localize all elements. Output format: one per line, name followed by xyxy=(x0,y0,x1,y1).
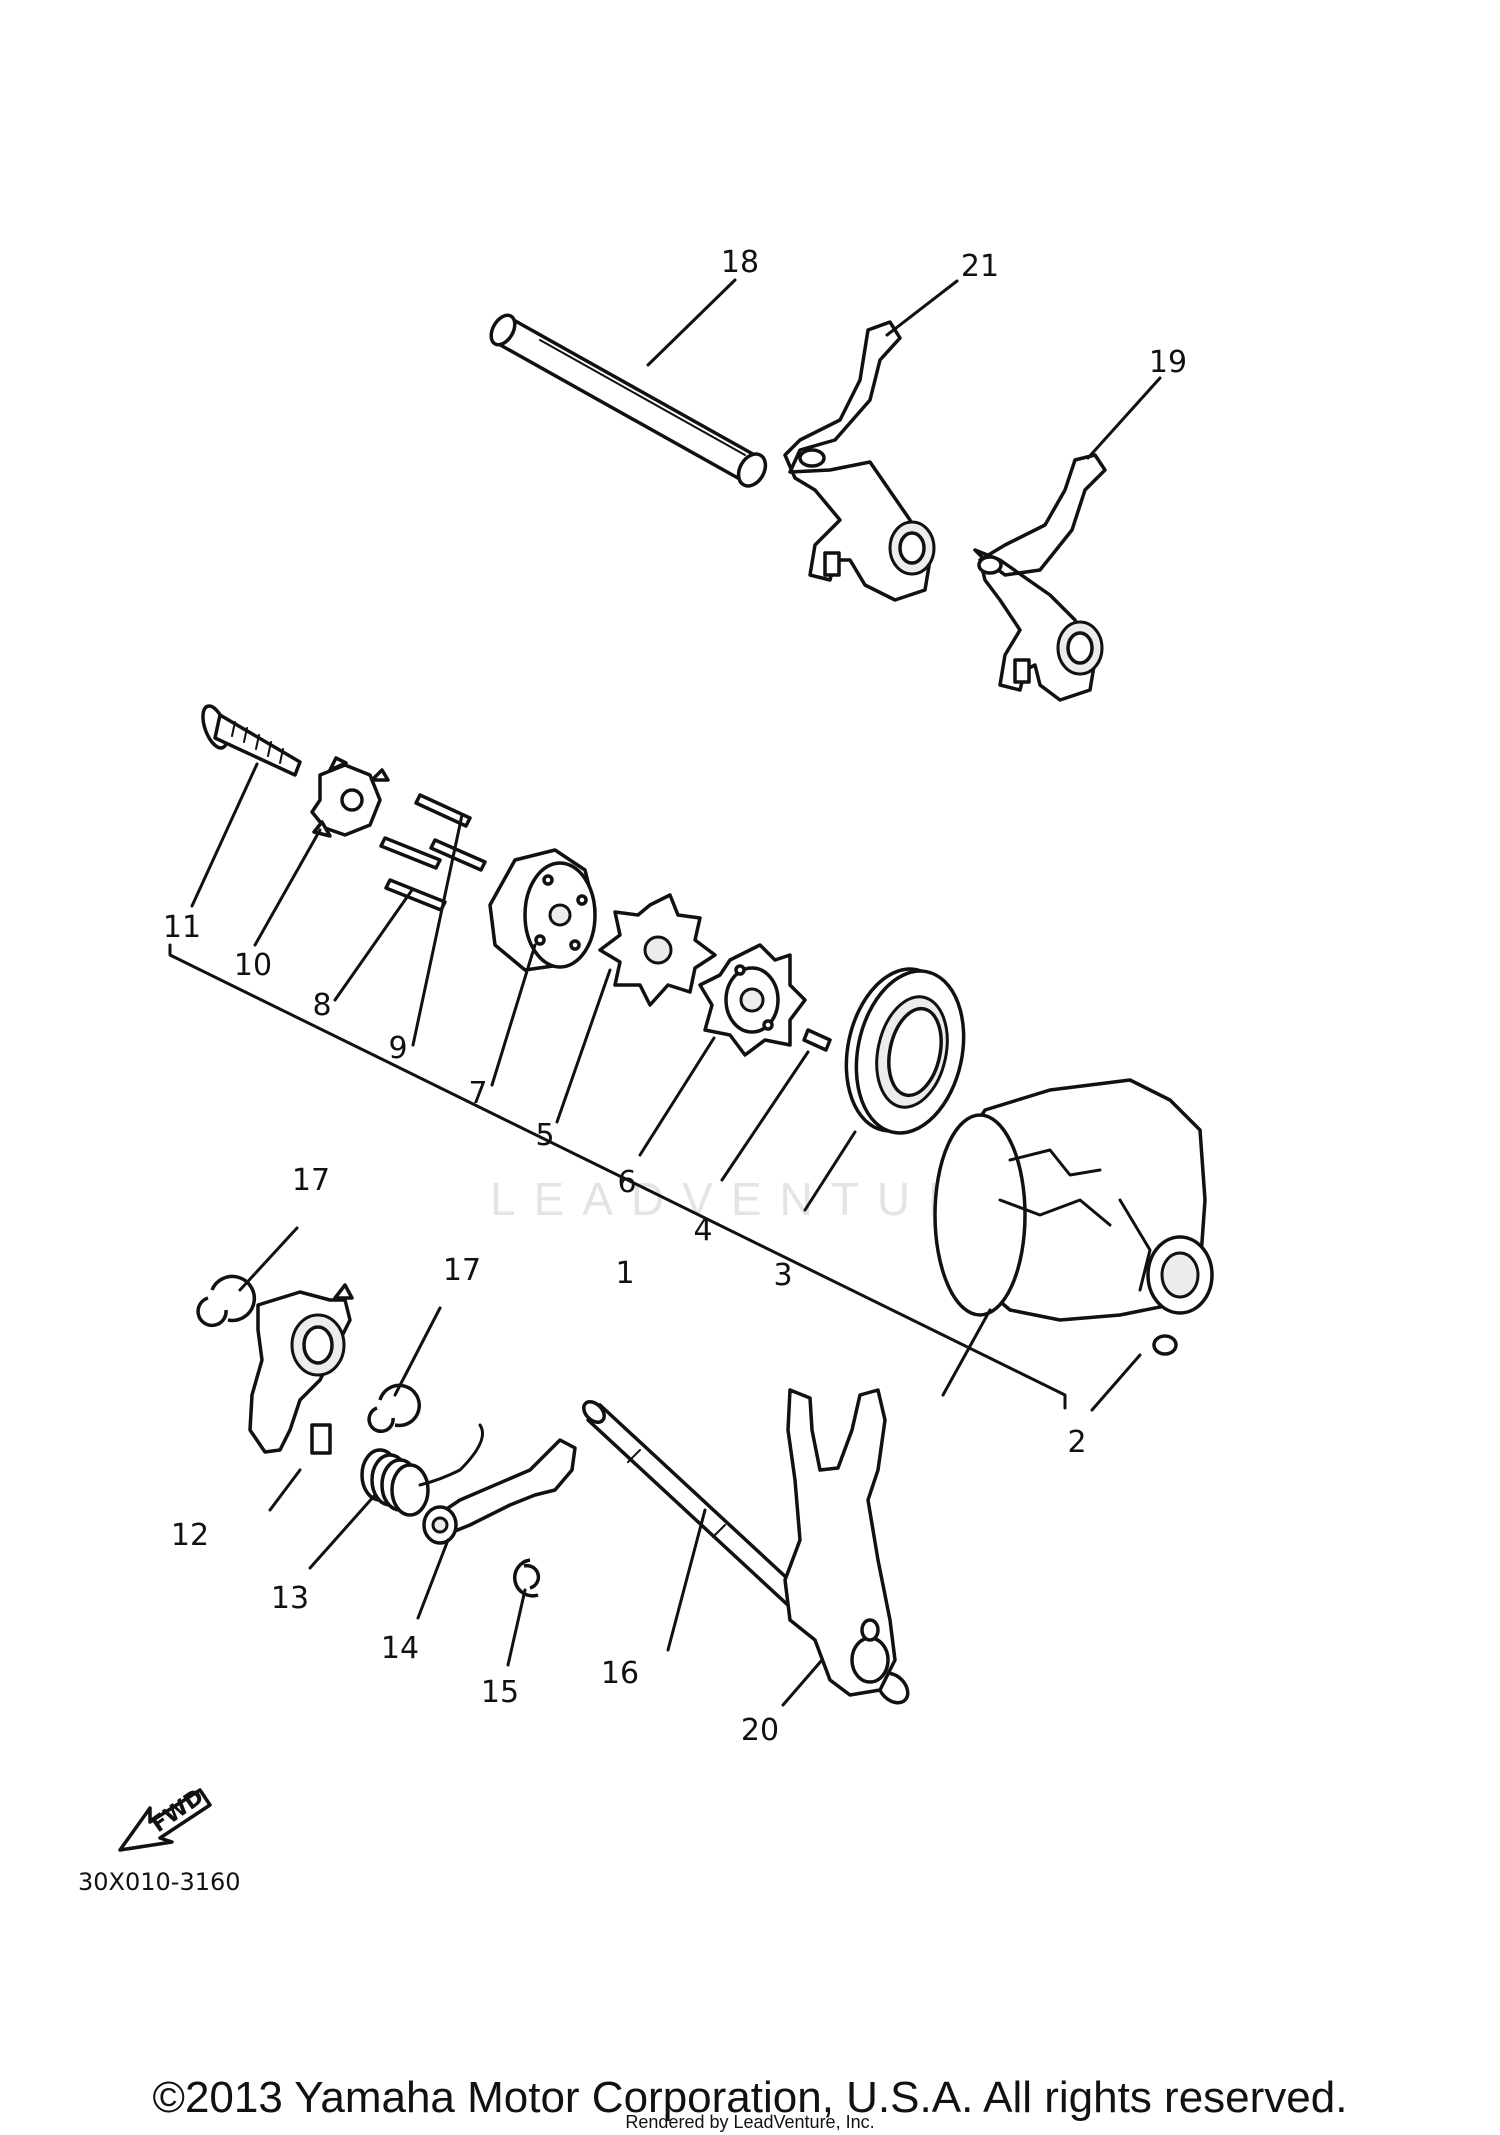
callout-4: 4 xyxy=(693,1213,712,1248)
fwd-arrow-icon: FWD xyxy=(118,1784,212,1852)
part-6-cam-plate[interactable] xyxy=(698,943,807,1057)
callout-14: 14 xyxy=(381,1631,419,1666)
part-2-pin[interactable] xyxy=(1152,1334,1178,1356)
part-14-shift-lever[interactable] xyxy=(422,1438,577,1545)
callout-9: 9 xyxy=(388,1031,407,1066)
part-12-shift-arm[interactable] xyxy=(248,1283,354,1455)
callout-13: 13 xyxy=(271,1581,309,1616)
rendered-by-notice: Rendered by LeadVenture, Inc. xyxy=(625,2112,875,2132)
part-9-pins[interactable] xyxy=(414,793,487,872)
part-3-bearing[interactable] xyxy=(832,959,978,1143)
callout-6: 6 xyxy=(617,1165,636,1200)
callout-18: 18 xyxy=(721,245,759,280)
part-17-circlip-lower[interactable] xyxy=(367,1383,421,1434)
callout-20: 20 xyxy=(741,1713,779,1748)
callout-21: 21 xyxy=(961,249,999,284)
part-18-guide-bar[interactable] xyxy=(486,311,771,491)
part-19-shift-fork[interactable] xyxy=(973,453,1107,702)
fwd-label: FWD xyxy=(147,1784,208,1837)
watermark-text: LEADVENTURE xyxy=(490,1173,1028,1225)
callout-5: 5 xyxy=(535,1118,554,1153)
callout-10: 10 xyxy=(234,948,272,983)
copyright-notice: ©2013 Yamaha Motor Corporation, U.S.A. A… xyxy=(152,2073,1348,2122)
callout-19: 19 xyxy=(1149,345,1187,380)
part-5-star-plate[interactable] xyxy=(598,893,717,1007)
diagram-code: 30X010-3160 xyxy=(78,1868,241,1896)
callout-11: 11 xyxy=(163,910,201,945)
part-7-drum-segment[interactable] xyxy=(488,848,597,972)
callout-17-upper: 17 xyxy=(292,1163,330,1198)
part-10-plate[interactable] xyxy=(310,756,390,838)
callout-7: 7 xyxy=(468,1076,487,1111)
part-13-spring[interactable] xyxy=(360,1423,484,1517)
callout-2: 2 xyxy=(1067,1425,1086,1460)
part-21-shift-fork[interactable] xyxy=(783,320,936,602)
part-20-shift-fork[interactable] xyxy=(783,1388,897,1697)
leader-lines xyxy=(168,278,1162,1707)
part-4-dowel-pin[interactable] xyxy=(802,1028,832,1052)
callout-15: 15 xyxy=(481,1675,519,1710)
callout-labels: 18 21 19 11 10 8 9 7 5 6 4 1 3 2 17 17 1… xyxy=(163,245,1187,1748)
callout-3: 3 xyxy=(773,1258,792,1293)
part-15-circlip[interactable] xyxy=(512,1558,541,1598)
callout-16: 16 xyxy=(601,1656,639,1691)
callout-1: 1 xyxy=(615,1256,634,1291)
callout-12: 12 xyxy=(171,1518,209,1553)
callout-17-lower: 17 xyxy=(443,1253,481,1288)
part-11-screw[interactable] xyxy=(198,703,302,777)
part-1-shift-drum[interactable] xyxy=(933,1078,1214,1322)
callout-8: 8 xyxy=(312,988,331,1023)
